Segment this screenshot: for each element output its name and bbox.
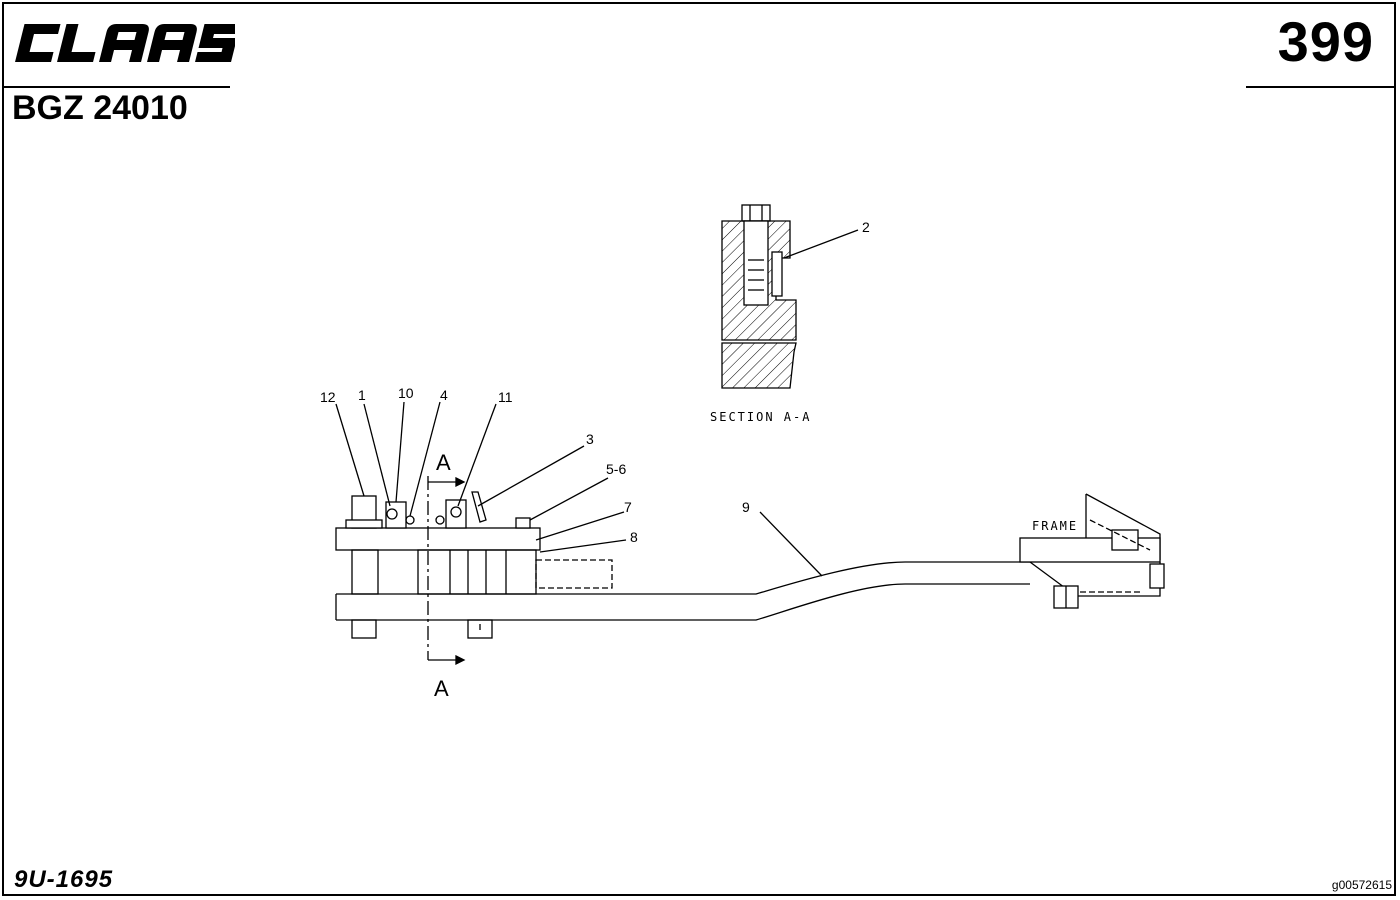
section-title: SECTION A-A: [710, 410, 811, 424]
callout-1: 1: [358, 387, 366, 403]
header-rule-right: [1246, 86, 1396, 88]
header-rule-left: [2, 86, 230, 88]
callout-11: 11: [498, 389, 513, 405]
callout-9: 9: [742, 499, 750, 515]
section-marker-bottom: A: [434, 676, 449, 701]
document-code: BGZ 24010: [12, 89, 188, 127]
linkage-assembly: [335, 401, 1165, 666]
callout-5-6: 5-6: [606, 461, 626, 477]
frame-label: FRAME: [1032, 519, 1078, 533]
callout-2: 2: [862, 219, 870, 235]
page-number: 399: [1277, 10, 1374, 73]
callout-10: 10: [398, 385, 414, 401]
callout-8: 8: [630, 529, 638, 545]
callout-7: 7: [624, 499, 632, 515]
section-marker-top: A: [436, 450, 451, 475]
model-code: 9U-1695: [14, 866, 114, 893]
callout-3: 3: [586, 431, 594, 447]
image-id: g00572615: [1331, 878, 1392, 892]
claas-logo: [15, 24, 235, 62]
callout-4: 4: [440, 387, 448, 403]
section-detail: [721, 204, 859, 389]
callout-12: 12: [320, 389, 336, 405]
